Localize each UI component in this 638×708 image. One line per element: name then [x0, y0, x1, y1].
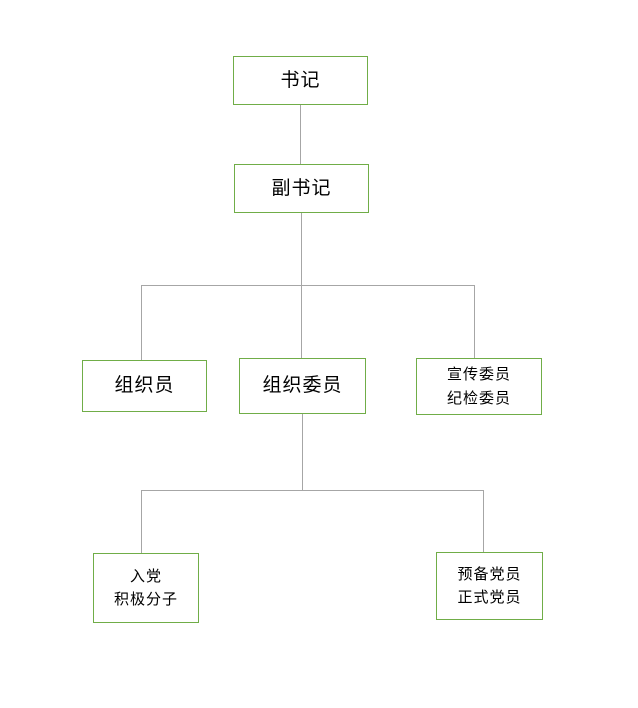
connector-row3-right-drop	[474, 285, 475, 358]
node-organization-committee-label: 组织委员	[262, 374, 343, 397]
connector-orgcommittee-down	[302, 414, 303, 490]
node-party-members[interactable]: 预备党员 正式党员	[436, 552, 543, 620]
node-secretary[interactable]: 书记	[233, 56, 368, 105]
node-party-members-label: 预备党员 正式党员	[457, 564, 522, 606]
connector-row3-left-drop	[141, 285, 142, 360]
connector-secretary-deputy	[300, 105, 301, 164]
node-party-activists[interactable]: 入党 积极分子	[93, 553, 199, 623]
node-organizer[interactable]: 组织员	[82, 360, 207, 412]
node-organization-committee[interactable]: 组织委员	[239, 358, 366, 414]
node-party-activists-label: 入党 积极分子	[113, 566, 178, 608]
node-deputy-secretary[interactable]: 副书记	[234, 164, 369, 213]
node-propaganda-discipline-label: 宣传委员 纪检委员	[446, 365, 511, 407]
node-deputy-secretary-label: 副书记	[271, 176, 332, 199]
connector-row4-right-drop	[483, 490, 484, 552]
node-organizer-label: 组织员	[114, 374, 175, 397]
node-secretary-label: 书记	[280, 68, 321, 91]
connector-row3-horizontal	[141, 285, 475, 286]
node-propaganda-discipline-committee[interactable]: 宣传委员 纪检委员	[416, 358, 542, 415]
connector-row4-left-drop	[141, 490, 142, 553]
connector-row4-horizontal	[141, 490, 483, 491]
